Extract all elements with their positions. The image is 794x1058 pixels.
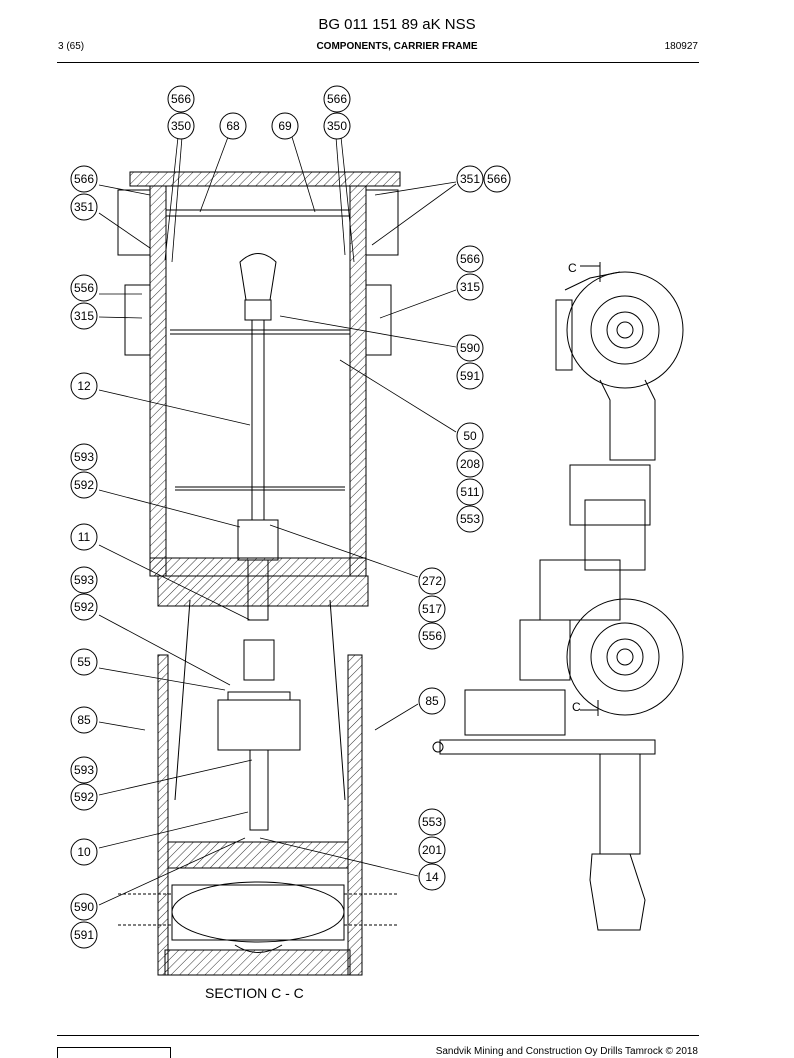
callout-leaders — [98, 136, 457, 906]
callout-label: 85 — [77, 713, 91, 727]
callout-circle — [418, 836, 446, 864]
callout-circle — [70, 706, 98, 734]
callout-label: 590 — [74, 900, 94, 914]
callout-circle — [271, 112, 299, 140]
callout-label: 591 — [74, 928, 94, 942]
callout-label: 553 — [460, 512, 480, 526]
callout-label: 592 — [74, 600, 94, 614]
callout-bubbles: 566 350 68 69 566 350 566 351 351 566 556 315 566 315… — [70, 85, 511, 949]
callout-label: 593 — [74, 763, 94, 777]
callout-label: 68 — [226, 119, 240, 133]
callout-circle — [219, 112, 247, 140]
callout-label: 566 — [460, 252, 480, 266]
callout-circle — [70, 302, 98, 330]
callout-circle — [70, 566, 98, 594]
page-number: 3 (65) — [58, 41, 85, 52]
callout-circle — [456, 245, 484, 273]
callout-label: 556 — [422, 629, 442, 643]
callout-circle — [323, 112, 351, 140]
callout-circle — [70, 893, 98, 921]
callout-circle — [418, 622, 446, 650]
callout-label: 208 — [460, 457, 480, 471]
callout-circle — [418, 808, 446, 836]
callout-label: 593 — [74, 450, 94, 464]
callout-label: 593 — [74, 573, 94, 587]
callout-circle — [456, 165, 484, 193]
plan-view-drawing — [117, 171, 401, 976]
section-title: COMPONENTS, CARRIER FRAME — [316, 41, 478, 52]
callout-circle — [70, 471, 98, 499]
callout-label: 272 — [422, 574, 442, 588]
callout-circle — [456, 273, 484, 301]
callout-circle — [418, 595, 446, 623]
copyright-text: Sandvik Mining and Construction Oy Drill… — [435, 1046, 698, 1057]
document-date: 180927 — [664, 41, 698, 52]
callout-label: 592 — [74, 790, 94, 804]
footer-rule — [57, 1035, 699, 1036]
callout-label: 511 — [460, 485, 479, 499]
callout-circle — [456, 505, 484, 533]
callout-label: 556 — [74, 281, 94, 295]
callout-circle — [70, 783, 98, 811]
side-view-drawing — [432, 262, 684, 931]
callout-label: 590 — [460, 341, 480, 355]
callout-label: 55 — [77, 655, 91, 669]
callout-circle — [70, 523, 98, 551]
callout-circle — [456, 478, 484, 506]
callout-circle — [323, 85, 351, 113]
callout-label: 517 — [422, 602, 442, 616]
callout-circle — [70, 274, 98, 302]
document-id: BG 011 151 89 aK NSS — [318, 16, 476, 33]
callout-circle — [70, 593, 98, 621]
callout-circle — [70, 921, 98, 949]
callout-label: 315 — [74, 309, 94, 323]
callout-label: 351 — [74, 200, 94, 214]
section-marker: C — [568, 261, 577, 275]
callout-label: 592 — [74, 478, 94, 492]
callout-label: 566 — [487, 172, 507, 186]
callout-circle — [456, 450, 484, 478]
section-marker: C — [572, 700, 581, 714]
callout-circle — [483, 165, 511, 193]
callout-label: 351 — [460, 172, 480, 186]
callout-label: 50 — [463, 429, 477, 443]
callout-circle — [456, 422, 484, 450]
callout-label: 553 — [422, 815, 442, 829]
callout-label: 566 — [74, 172, 94, 186]
callout-circle — [70, 165, 98, 193]
callout-label: 11 — [78, 530, 91, 544]
callout-circle — [456, 362, 484, 390]
callout-circle — [418, 687, 446, 715]
callout-circle — [70, 193, 98, 221]
callout-label: 350 — [171, 119, 191, 133]
section-caption: SECTION C - C — [205, 985, 304, 1001]
callout-circle — [456, 334, 484, 362]
callout-label: 566 — [327, 92, 347, 106]
callout-circle — [70, 756, 98, 784]
callout-label: 315 — [460, 280, 480, 294]
callout-label: 350 — [327, 119, 347, 133]
callout-label: 85 — [425, 694, 439, 708]
header-rule — [57, 62, 699, 63]
callout-label: 201 — [422, 843, 442, 857]
callout-circle — [70, 372, 98, 400]
callout-label: 591 — [460, 369, 480, 383]
callout-label: 12 — [77, 379, 91, 393]
callout-circle — [70, 838, 98, 866]
callout-label: 10 — [77, 845, 91, 859]
callout-circle — [70, 648, 98, 676]
callout-label: 14 — [425, 870, 439, 884]
callout-circle — [418, 863, 446, 891]
callout-label: 69 — [278, 119, 292, 133]
callout-circle — [70, 443, 98, 471]
callout-circle — [418, 567, 446, 595]
callout-circle — [167, 85, 195, 113]
callout-label: 566 — [171, 92, 191, 106]
callout-circle — [167, 112, 195, 140]
